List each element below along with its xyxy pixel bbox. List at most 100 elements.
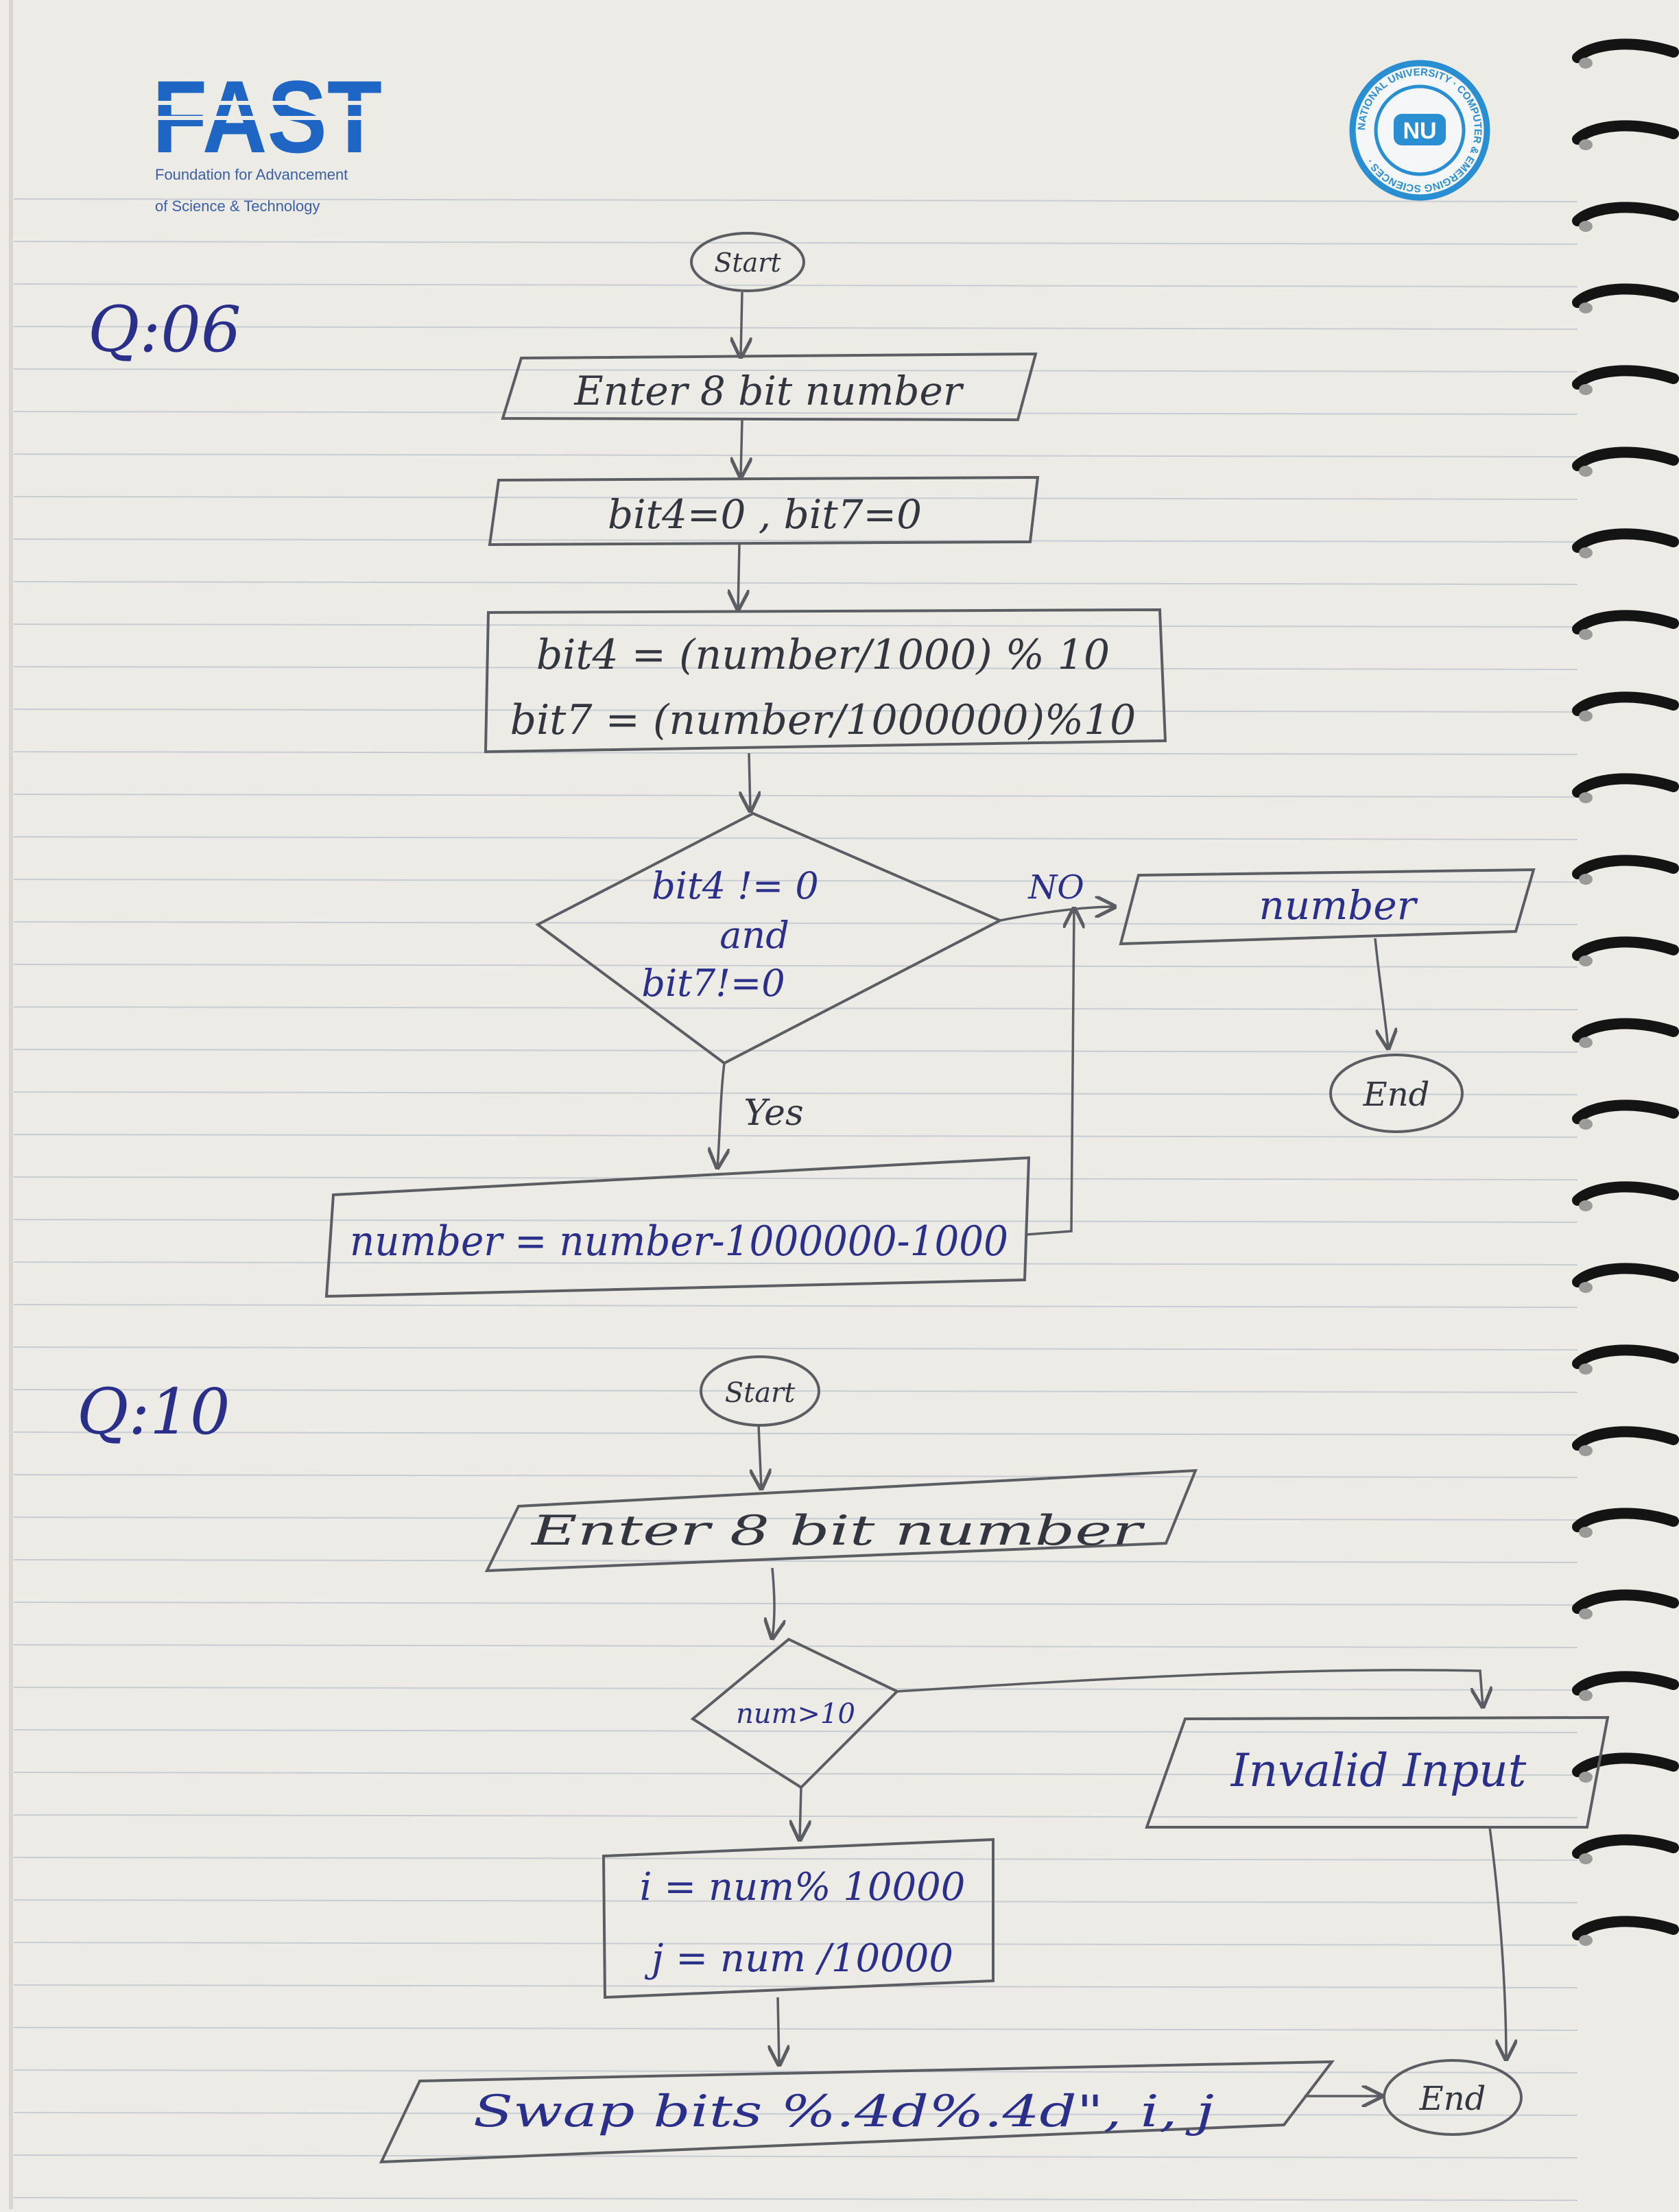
binding-hole — [1579, 955, 1593, 966]
binding-hole — [1579, 547, 1593, 558]
ruled-line — [13, 623, 1578, 628]
ruled-line — [13, 751, 1578, 755]
ruled-line — [13, 879, 1578, 883]
q06-input-parallelogram — [501, 352, 1038, 422]
ruled-line — [13, 2069, 1578, 2073]
spiral-ring — [1572, 1426, 1679, 1451]
binding-hole — [1579, 874, 1593, 885]
q10-end-label: End — [1419, 2080, 1486, 2118]
q10-start-terminal — [700, 1355, 820, 1427]
binding-hole — [1579, 1853, 1593, 1864]
ruled-line — [13, 2027, 1578, 2031]
spiral-ring — [1572, 1671, 1679, 1696]
q06-calc-line1: bit4 = (number/1000) % 10 — [536, 631, 1110, 679]
q10-arrow-decision-assign — [800, 1787, 801, 1840]
q06-output-label: number — [1259, 882, 1418, 929]
spiral-ring — [1572, 1589, 1679, 1614]
ruled-line — [13, 326, 1578, 330]
ruled-line — [13, 1729, 1578, 1733]
binding-hole — [1579, 1364, 1593, 1375]
ruled-line — [13, 964, 1578, 968]
q06-init-label: bit4=0 , bit7=0 — [608, 491, 922, 538]
q10-assign-line1: i = num% 10000 — [640, 1865, 966, 1910]
q10-decision-label: num>10 — [736, 1698, 855, 1730]
binding-hole — [1579, 302, 1593, 313]
q10-label: Q:10 — [77, 1375, 230, 1449]
binding-hole — [1579, 1690, 1593, 1701]
q10-output-parallelogram — [379, 2060, 1335, 2164]
ruled-line — [13, 1431, 1578, 1436]
q06-arrow-start-input — [741, 292, 742, 357]
q06-update-label: number = number-1000000-1000 — [350, 1217, 1008, 1265]
ruled-line — [13, 1644, 1578, 1648]
binding-hole — [1579, 1527, 1593, 1538]
q06-init-box — [488, 475, 1040, 547]
ruled-line — [13, 1304, 1578, 1308]
q06-start-label: Start — [714, 248, 781, 278]
ruled-line — [13, 1942, 1578, 1946]
q10-input-parallelogram — [484, 1468, 1198, 1573]
ruled-line — [13, 1049, 1578, 1053]
spiral-ring — [1572, 38, 1679, 63]
ruled-line — [13, 1006, 1578, 1010]
q10-start-label: Start — [725, 1377, 796, 1409]
spiral-ring — [1572, 120, 1679, 145]
ruled-line — [13, 1091, 1578, 1095]
ruled-line — [13, 1389, 1578, 1393]
ruled-line — [13, 1219, 1578, 1223]
spiral-ring — [1572, 936, 1679, 961]
ruled-line — [13, 794, 1578, 798]
ruled-line — [13, 1857, 1578, 1861]
binding-hole — [1579, 1119, 1593, 1130]
ruled-line — [13, 581, 1578, 585]
q06-arrow-yes-update — [717, 1062, 724, 1167]
logo-subtitle-2: of Science & Technology — [155, 198, 320, 215]
binding-hole — [1579, 58, 1593, 69]
ruled-line — [13, 2154, 1578, 2159]
university-seal: NATIONAL UNIVERSITY · COMPUTER & EMERGIN… — [1349, 60, 1490, 201]
ruled-lines — [13, 198, 1578, 2201]
q06-label: Q:06 — [88, 293, 241, 366]
q06-input-label: Enter 8 bit number — [573, 368, 964, 414]
q06-decision-line1: bit4 != 0 — [652, 864, 819, 907]
ruled-line — [13, 1474, 1578, 1478]
seal-initials: NU — [1403, 118, 1436, 144]
q06-arrow-no-output — [999, 907, 1115, 922]
ruled-line — [13, 666, 1578, 670]
spiral-ring — [1572, 1508, 1679, 1532]
q06-decision-line2: and — [719, 914, 789, 957]
q06-arrow-input-init — [741, 419, 742, 477]
binding-hole — [1579, 629, 1593, 640]
binding-hole — [1579, 466, 1593, 477]
q10-arrow-assign-output — [778, 1997, 779, 2065]
q10-invalid-parallelogram — [1145, 1715, 1610, 1829]
spiral-binding — [1572, 38, 1679, 1946]
q06-yes-label: Yes — [743, 1093, 803, 1134]
ruled-line — [13, 1602, 1578, 1606]
spiral-ring — [1572, 1018, 1679, 1043]
ruled-line — [13, 453, 1578, 457]
fast-logo: FAST Foundation for Advancement of Scien… — [152, 59, 384, 215]
ruled-line — [13, 2197, 1578, 2201]
q06-end-terminal — [1329, 1054, 1464, 1133]
q10-input-label: Enter 8 bit number — [530, 1507, 1145, 1555]
binding-hole — [1579, 1200, 1593, 1211]
ruled-line — [13, 836, 1578, 840]
q10-arrow-decision-invalid — [896, 1669, 1483, 1706]
ruled-line — [13, 1261, 1578, 1265]
spiral-ring — [1572, 1263, 1679, 1287]
binding-hole — [1579, 1282, 1593, 1293]
ruled-line — [13, 496, 1578, 500]
q10-arrow-input-decision — [772, 1567, 774, 1638]
q10-arrow-start-input — [759, 1425, 761, 1488]
spiral-ring — [1572, 447, 1679, 471]
q06-decision-line3: bit7!=0 — [641, 962, 785, 1005]
ruled-line — [13, 1984, 1578, 1988]
binding-hole — [1579, 1608, 1593, 1619]
ruled-line — [13, 1687, 1578, 1691]
q10-assign-box — [602, 1838, 995, 1999]
ruled-line — [13, 1814, 1578, 1818]
ruled-line — [13, 241, 1578, 245]
q06-arrow-output-end — [1374, 938, 1388, 1048]
